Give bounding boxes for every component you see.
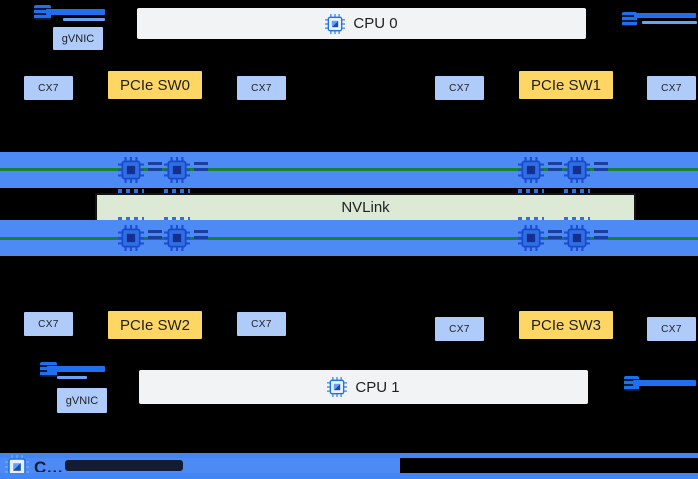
gvnic-label: gVNIC [61,32,95,45]
pcie-switch3-label: PCIe SW3 [530,316,602,334]
bottom-link-line [0,473,698,479]
cx7-nic-box: CX7 [435,76,484,100]
nvlink-pins [118,189,144,193]
cx7-nic-box: CX7 [435,317,484,341]
network-link-line [633,380,696,386]
cx7-label: CX7 [449,323,470,335]
gpu-chip-icon [164,223,190,253]
gpu-chip-icon [118,155,144,185]
cx7-label: CX7 [251,318,272,330]
cpu-chip-icon [325,14,345,34]
gpu-label-marks [548,230,562,239]
cx7-label: CX7 [38,82,59,94]
cx7-nic-box: CX7 [237,312,286,336]
pcie-switch3-box: PCIe SW3 [519,311,613,339]
cpu1-box: CPU 1 [139,370,588,404]
cx7-label: CX7 [251,82,272,94]
pcie-switch0-box: PCIe SW0 [108,71,202,99]
cutoff-label-text: C… [34,458,64,472]
gpu-chip-icon [164,155,190,185]
network-link-line [47,366,105,372]
gpu-label-marks [594,162,608,171]
gvnic-box: gVNIC [57,388,107,413]
nvlink-pins [564,189,590,193]
pcie-switch1-label: PCIe SW1 [530,76,602,94]
gpu-label-marks [148,162,162,171]
nvlink-rail-line [0,237,698,240]
gpu-label-marks [548,162,562,171]
gpu-chip-icon [564,223,590,253]
gpu-chip-icon [118,223,144,253]
nvlink-rail-line [0,168,698,171]
gpu-label-marks [194,230,208,239]
pcie-switch0-label: PCIe SW0 [119,76,191,94]
network-adapter-icon [622,12,637,26]
cx7-nic-box: CX7 [237,76,286,100]
network-link-line-thin [642,21,697,24]
gvnic-box: gVNIC [53,27,103,50]
bottom-link-line [0,453,698,458]
nvlink-pins [564,217,590,221]
nvlink-pins [518,189,544,193]
nvlink-pins [164,217,190,221]
network-link-line [46,9,105,15]
cx7-nic-box: CX7 [24,312,73,336]
cpu0-box: CPU 0 [137,8,586,39]
nvlink-pins [118,217,144,221]
gvnic-label: gVNIC [65,394,99,407]
gpu-row-bar-2 [0,220,698,256]
cx7-nic-box: CX7 [647,317,696,341]
gpu-label-marks [148,230,162,239]
cpu1-label: CPU 1 [355,378,400,396]
network-link-line-thin [63,18,105,21]
network-link-line-thin [57,376,87,379]
cx7-label: CX7 [449,82,470,94]
pcie-switch2-label: PCIe SW2 [119,316,191,334]
gpu-row-bar-1 [0,152,698,188]
gpu-chip-icon [564,155,590,185]
nvlink-pins [164,189,190,193]
gpu-chip-icon [518,223,544,253]
pcie-switch1-box: PCIe SW1 [519,71,613,99]
cx7-label: CX7 [661,82,682,94]
nvlink-label: NVLink [341,199,390,216]
pcie-switch2-box: PCIe SW2 [108,311,202,339]
gpu-label-marks [594,230,608,239]
nvlink-pins [518,217,544,221]
cpu-chip-icon [327,377,347,397]
gpu-chip-icon [518,155,544,185]
cx7-label: CX7 [38,318,59,330]
cx7-label: CX7 [661,323,682,335]
network-link-line [634,13,696,18]
cx7-nic-box: CX7 [24,76,73,100]
bottom-cutoff-label: C… [34,458,186,472]
cutoff-label-blob [65,460,184,471]
gpu-label-marks [194,162,208,171]
cx7-nic-box: CX7 [647,76,696,100]
network-adapter-icon [624,376,639,391]
network-adapter-icon [34,5,51,20]
cpu0-label: CPU 0 [353,15,398,32]
